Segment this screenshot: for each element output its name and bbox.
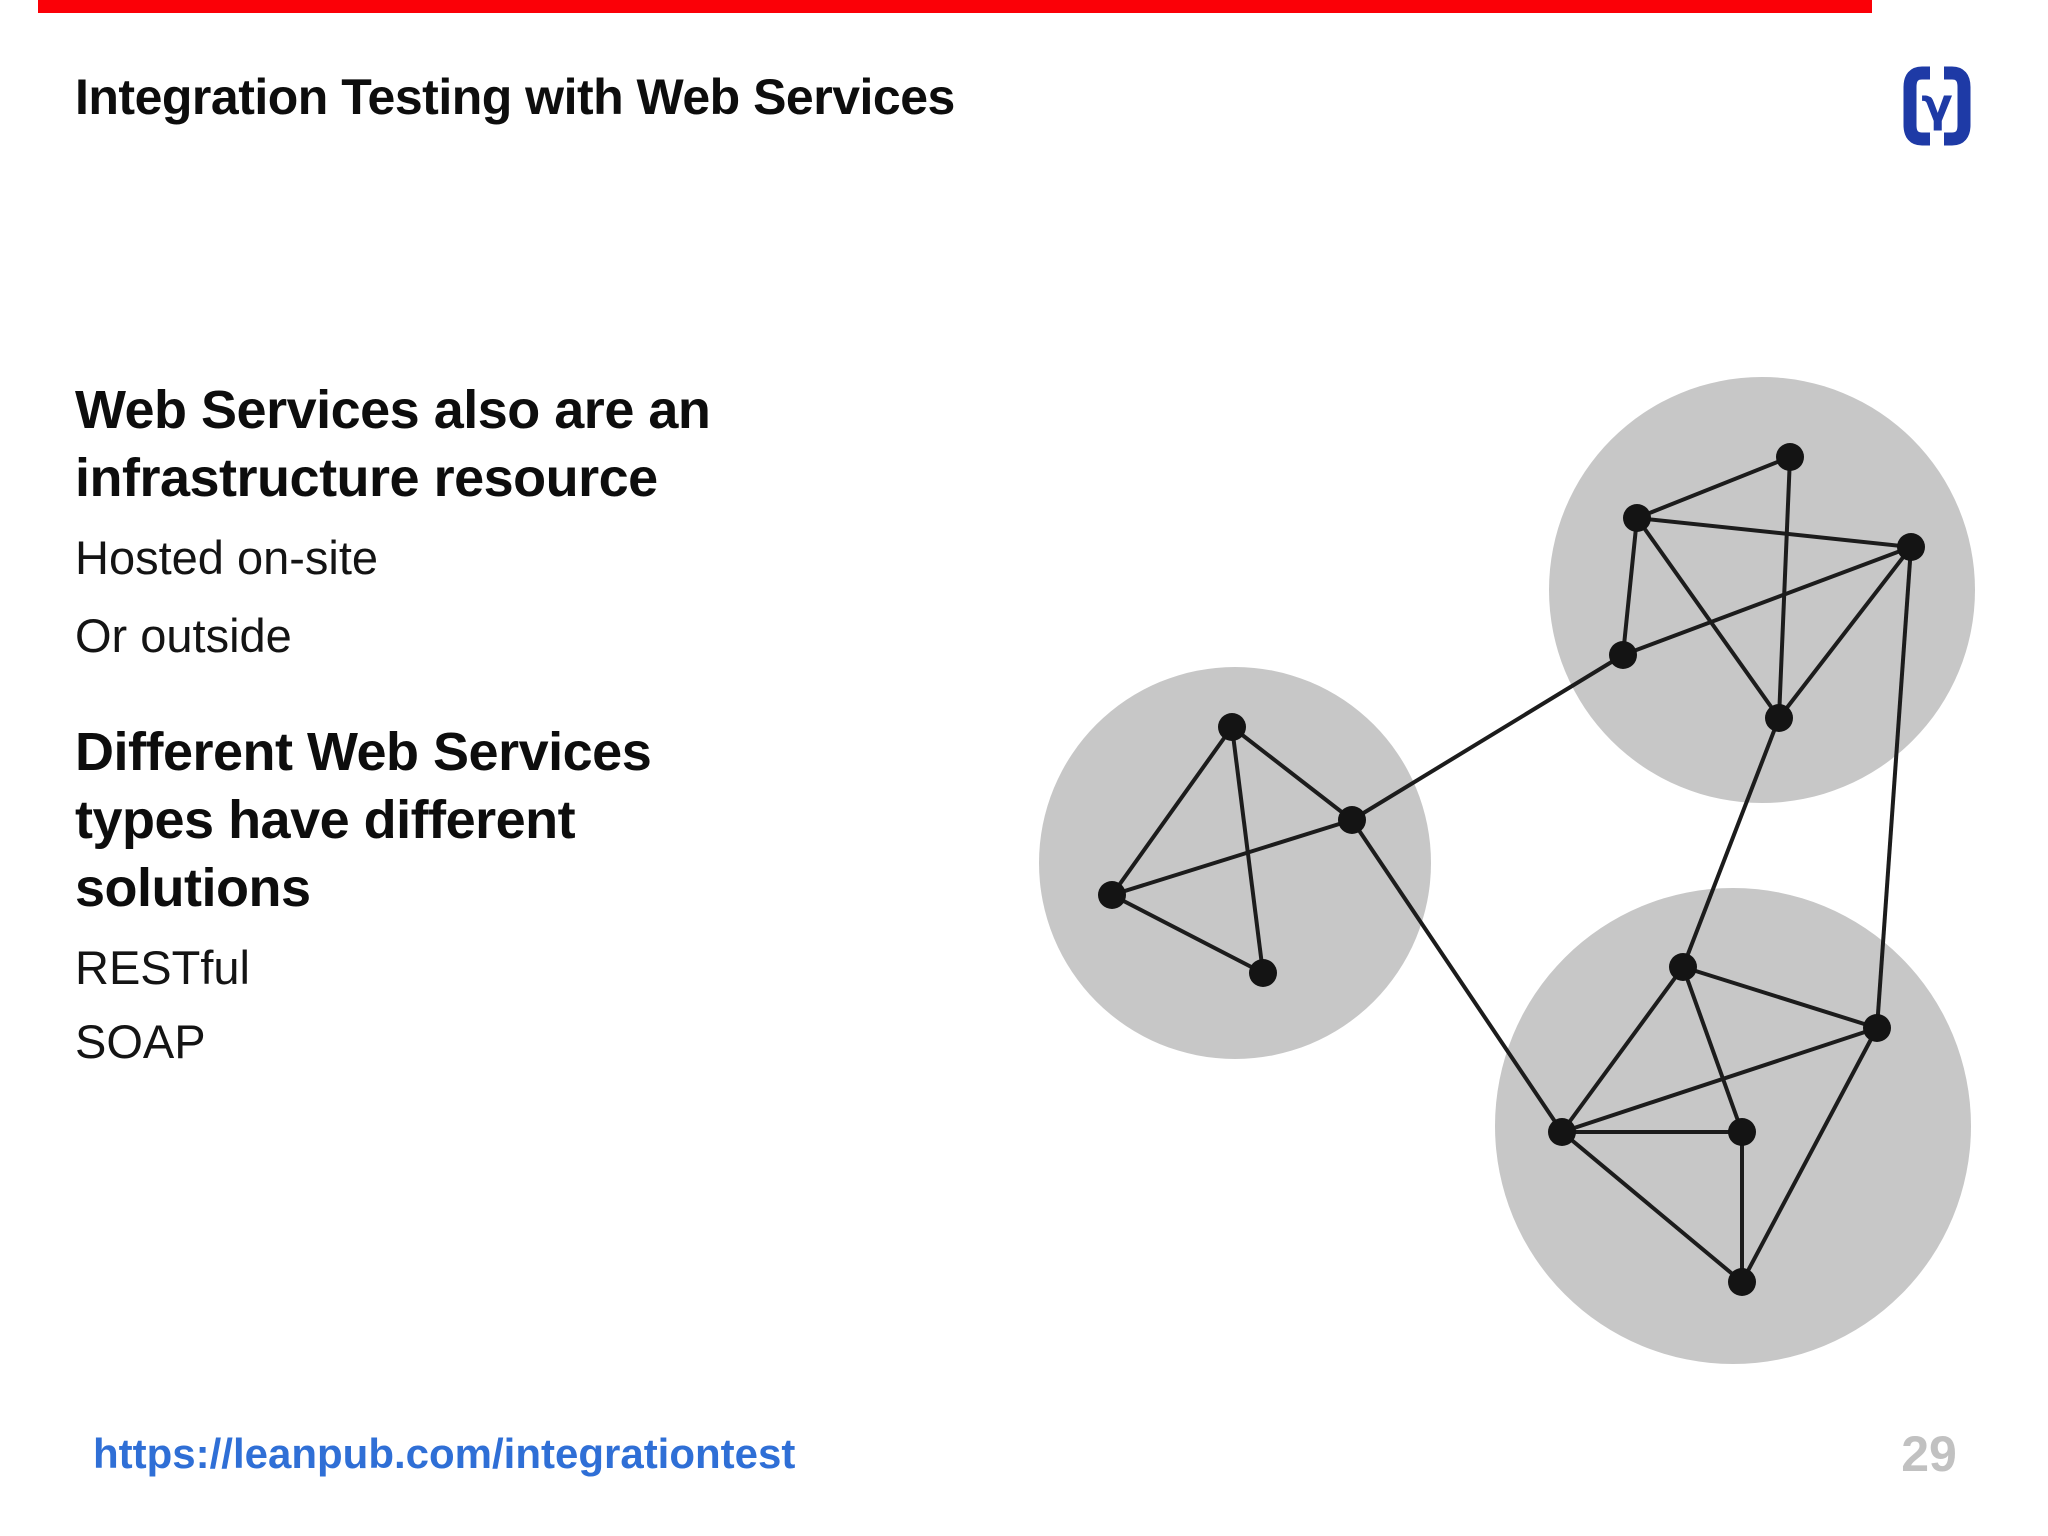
graph-edge-B1-B5 — [1777, 456, 1792, 719]
page-title: Integration Testing with Web Services — [75, 69, 955, 125]
graph-edge-B3-C2 — [1875, 546, 1913, 1029]
graph-node-B5 — [1765, 704, 1793, 732]
footer-url-link[interactable]: https://leanpub.com/integrationtest — [93, 1430, 796, 1477]
graph-edge-C1-C2 — [1682, 965, 1878, 1030]
graph-node-C4 — [1728, 1118, 1756, 1146]
section-1-item-2: Or outside — [75, 609, 292, 662]
graph-node-C5 — [1728, 1268, 1756, 1296]
graph-edge-A1-A2 — [1230, 725, 1354, 822]
graph-node-B1 — [1776, 443, 1804, 471]
graph-edge-A2-C3 — [1350, 818, 1564, 1134]
graph-edge-B3-B5 — [1777, 545, 1913, 720]
graph-node-C2 — [1863, 1014, 1891, 1042]
graph-node-A4 — [1249, 959, 1277, 987]
section-1-item-1: Hosted on-site — [75, 531, 379, 584]
logo-gamma-glyph: γ — [1921, 78, 1952, 132]
graph-node-B4 — [1609, 641, 1637, 669]
cluster-circle-top-right — [1549, 377, 1975, 803]
brand-logo: γ — [1900, 64, 1974, 148]
bracket-gamma-logo-icon: γ — [1903, 66, 1971, 146]
graph-edge-B1-B2 — [1636, 455, 1791, 520]
graph-node-A2 — [1338, 806, 1366, 834]
video-progress-bar[interactable] — [38, 0, 1872, 13]
section-2-heading: Different Web Services types have differ… — [75, 722, 652, 918]
graph-edge-A2-A3 — [1111, 818, 1353, 897]
graph-edge-A1-A3 — [1110, 725, 1234, 897]
section-2-item-2: SOAP — [75, 1015, 206, 1068]
cluster-circle-left — [1039, 667, 1431, 1059]
graph-node-A1 — [1218, 713, 1246, 741]
graph-edge-B2-B4 — [1621, 517, 1639, 656]
graph-node-C3 — [1548, 1118, 1576, 1146]
graph-edge-C1-C3 — [1560, 965, 1685, 1134]
graph-edge-B2-B5 — [1635, 516, 1781, 720]
graph-edge-B3-B4 — [1622, 545, 1912, 657]
page-number: 29 — [1901, 1426, 1957, 1482]
graph-node-A3 — [1098, 881, 1126, 909]
graph-edge-C1-C4 — [1681, 966, 1744, 1133]
graph-edge-C2-C3 — [1561, 1026, 1878, 1134]
graph-edge-C2-C5 — [1740, 1027, 1879, 1283]
logo-left-bracket — [1903, 66, 1930, 146]
logo-right-bracket — [1944, 66, 1971, 146]
graph-edge-A3-A4 — [1111, 893, 1264, 975]
graph-node-B3 — [1897, 533, 1925, 561]
graph-node-C1 — [1669, 953, 1697, 981]
graph-edge-C3-C5 — [1560, 1130, 1744, 1284]
graph-edge-B2-B3 — [1636, 516, 1912, 549]
graph-edge-B5-C1 — [1681, 717, 1781, 968]
section-2-item-1: RESTful — [75, 941, 250, 994]
graph-node-B2 — [1623, 504, 1651, 532]
section-1-heading: Web Services also are an infrastructure … — [75, 380, 711, 508]
graph-edge-A1-A4 — [1230, 726, 1265, 974]
graph-edge-A2-B4 — [1350, 653, 1625, 822]
